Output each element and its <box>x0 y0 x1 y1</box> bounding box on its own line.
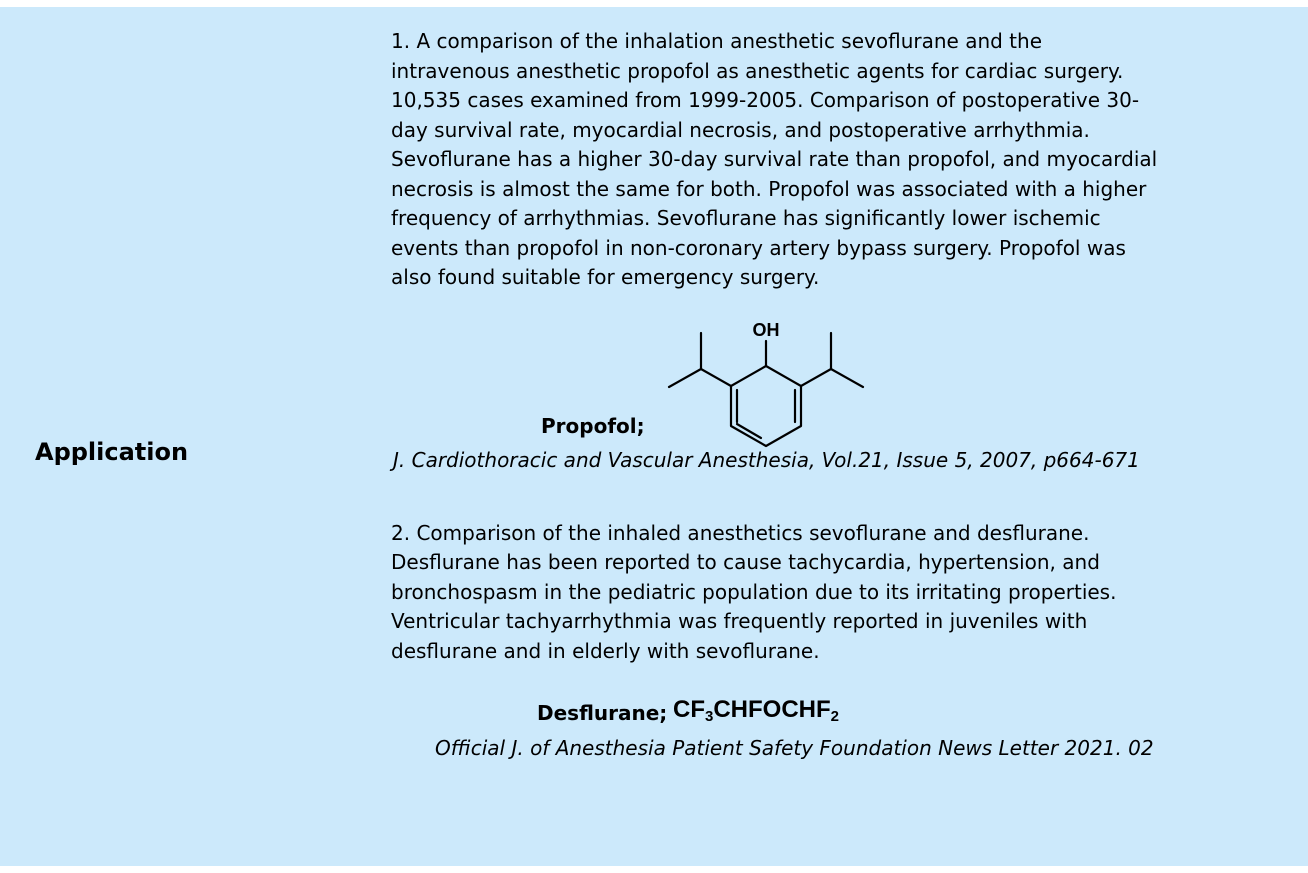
entry-2-paragraph: 2. Comparison of the inhaled anesthetics… <box>391 520 1117 663</box>
desflurane-label: Desflurane; <box>537 701 668 725</box>
section-label: Application <box>35 438 189 466</box>
propofol-figure: OH Propofol; J. Cardiothoracic and Vascu… <box>391 311 1291 481</box>
propofol-label: Propofol; <box>541 413 645 438</box>
application-panel: Application 1. A comparison of the inhal… <box>0 7 1308 866</box>
formula-part: CHFOCHF <box>713 696 831 723</box>
entry-2-citation: Official J. of Anesthesia Patient Safety… <box>435 736 1154 760</box>
propofol-structure: OH <box>667 320 865 447</box>
desflurane-formula: CF3CHFOCHF2 <box>673 696 839 725</box>
content-column: 1. A comparison of the inhalation anesth… <box>391 27 1291 763</box>
entry-1-paragraph: 1. A comparison of the inhalation anesth… <box>391 29 1158 289</box>
formula-subscript: 2 <box>830 708 840 725</box>
formula-part: CF <box>673 696 705 723</box>
structure-oh-label: OH <box>753 320 780 340</box>
desflurane-formula-row: Desflurane; CF3CHFOCHF2 <box>391 693 1291 733</box>
entry-1-citation: J. Cardiothoracic and Vascular Anesthesi… <box>393 447 1140 472</box>
formula-subscript: 3 <box>705 708 714 725</box>
